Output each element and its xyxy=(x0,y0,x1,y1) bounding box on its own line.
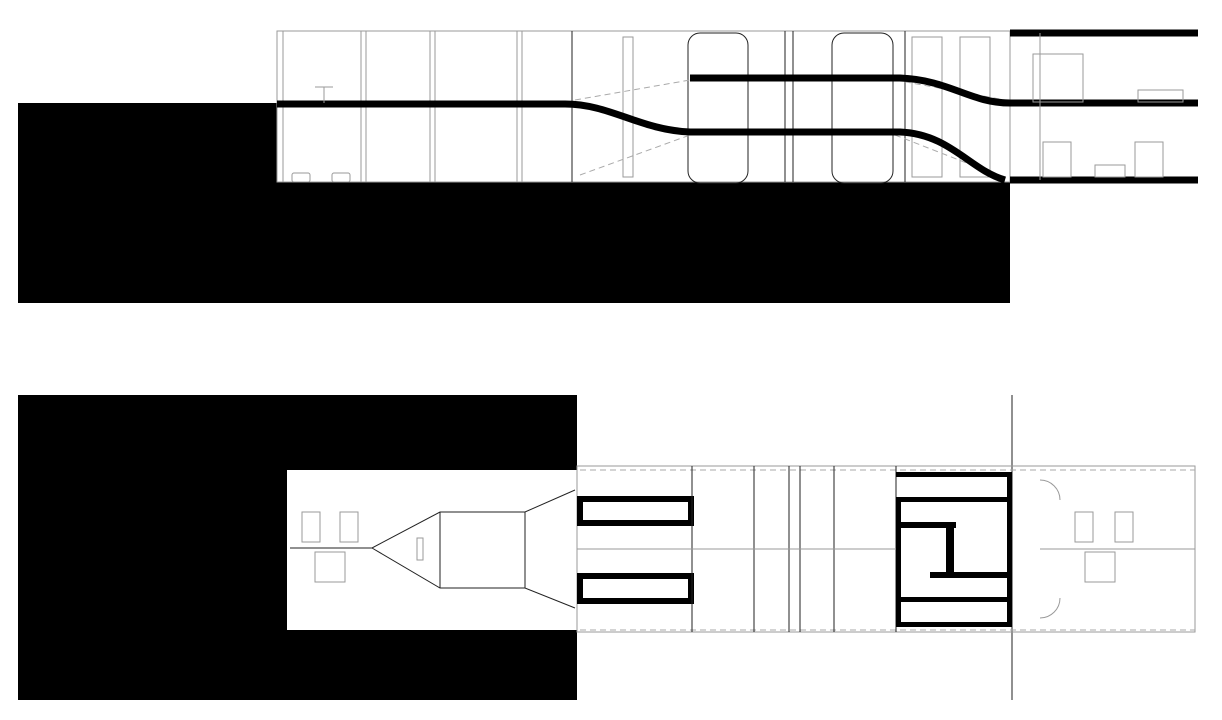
plan-view xyxy=(18,395,1196,700)
cabin-block xyxy=(896,472,1012,627)
bed xyxy=(1074,511,1094,543)
wardrobe xyxy=(1032,53,1084,103)
seat xyxy=(291,172,311,183)
wardrobe xyxy=(1042,141,1072,178)
entry-hall xyxy=(290,489,576,609)
cabin-capsule xyxy=(831,32,894,184)
washroom-block xyxy=(577,496,694,604)
glass-panel xyxy=(622,36,634,178)
cabin-capsule xyxy=(687,32,749,184)
upper-floor-slab xyxy=(690,74,1198,107)
roof-edge xyxy=(580,469,1195,631)
ground-mass xyxy=(18,395,577,700)
sofa xyxy=(1137,89,1184,103)
seat xyxy=(331,172,351,183)
ground-mass xyxy=(18,103,1010,303)
reception-desk xyxy=(416,537,424,561)
table xyxy=(315,86,333,103)
glass-panel xyxy=(911,36,943,178)
lower-floor-slab xyxy=(277,100,1007,184)
double-bed xyxy=(314,551,346,583)
column-grid xyxy=(577,466,897,632)
double-bed xyxy=(1084,551,1116,583)
wardrobe xyxy=(1134,141,1164,178)
glass-panel xyxy=(959,36,991,178)
section-view xyxy=(18,29,1198,303)
door-swing xyxy=(1039,479,1061,619)
bed xyxy=(301,511,321,543)
bed xyxy=(1094,164,1126,178)
bed xyxy=(339,511,359,543)
bed xyxy=(1114,511,1134,543)
